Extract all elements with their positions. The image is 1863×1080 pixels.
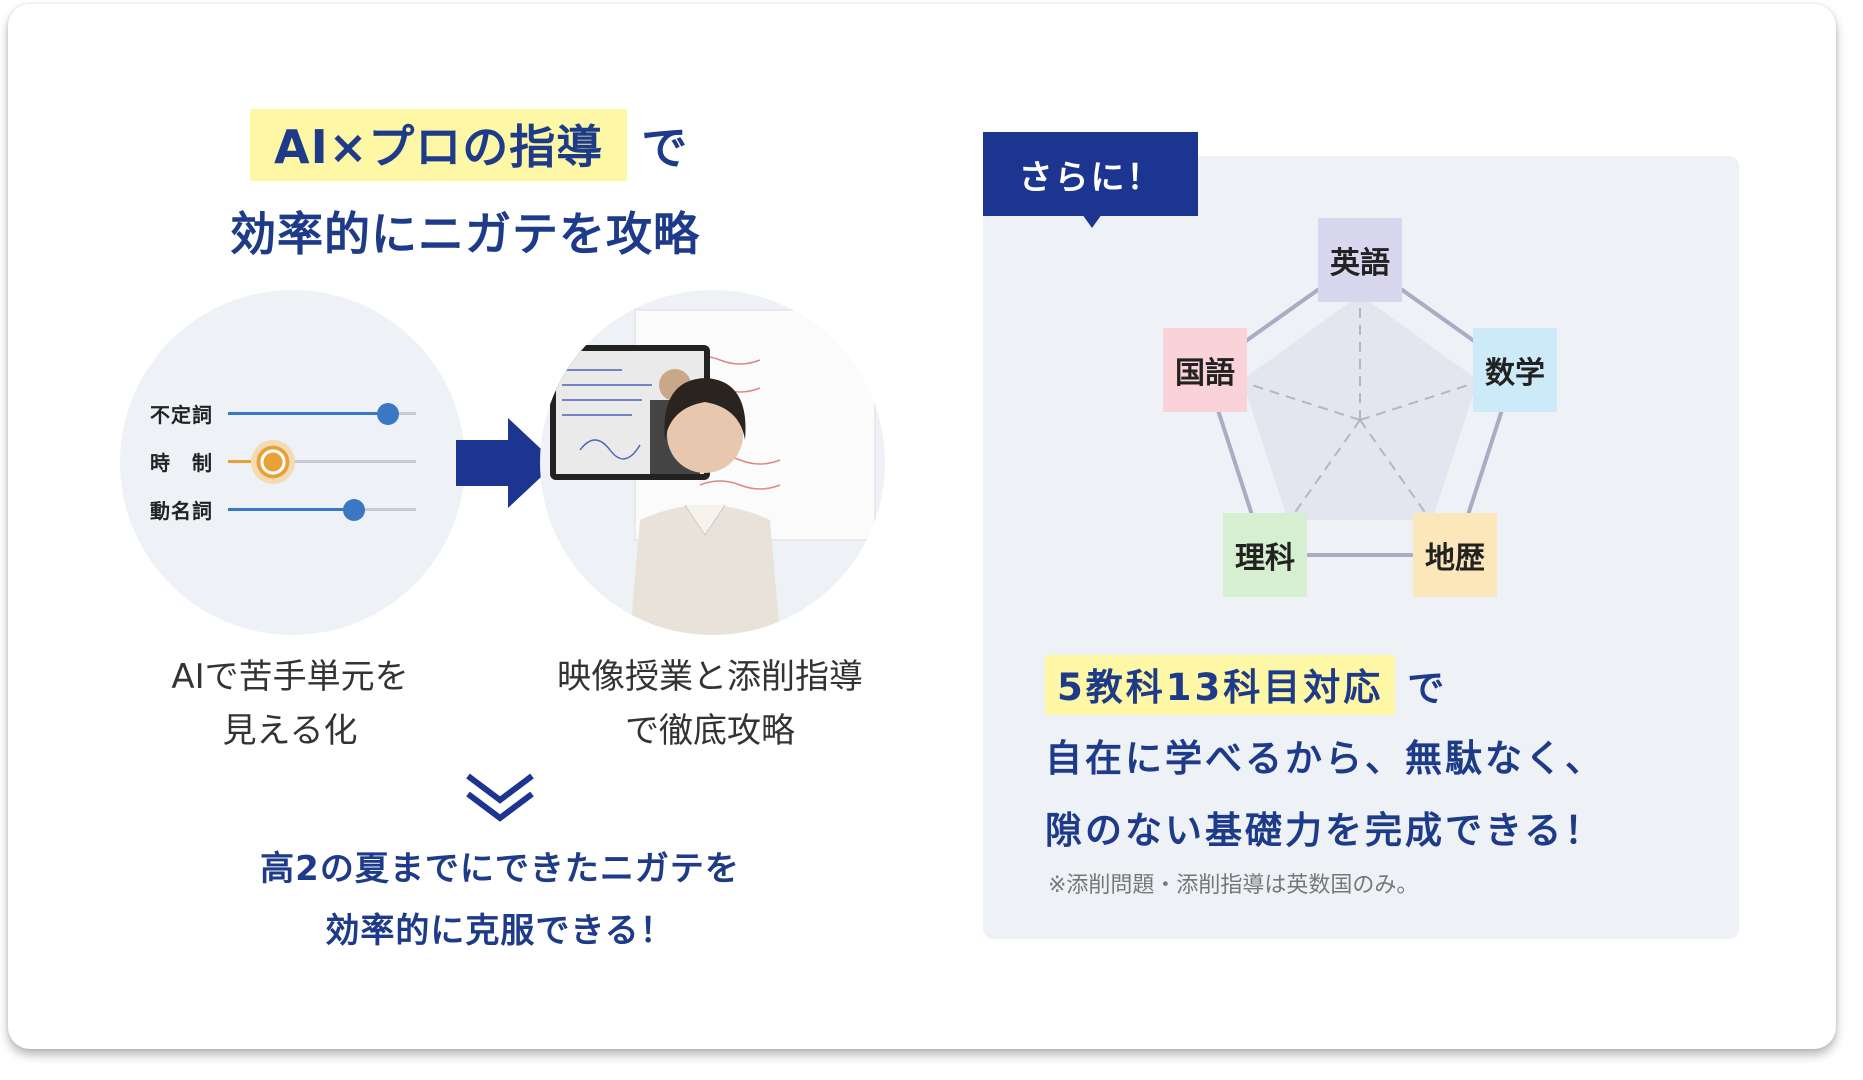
right-text-line1: 5教科13科目対応 で [1045, 654, 1447, 716]
video-lesson-illustration [550, 309, 876, 635]
slider-track [228, 402, 416, 425]
slider-track [228, 439, 416, 484]
caption-ai-visualize: AIで苦手単元を 見える化 [130, 650, 450, 758]
subject-english: 英語 [1318, 218, 1402, 302]
footnote: ※添削問題・添削指導は英数国のみ。 [1048, 873, 1419, 898]
heading-suffix: で [641, 121, 689, 175]
caption-line: で徹底攻略 [625, 711, 795, 751]
caption-line: 映像授業と添削指導 [557, 657, 863, 697]
tag-tail [1082, 214, 1102, 228]
slider-knob [376, 402, 399, 425]
slider-label: 時 制 [150, 450, 213, 475]
slider-futeishi: 不定詞 [150, 398, 416, 428]
slider-fill [228, 508, 354, 511]
sarani-tag: さらに！ [983, 132, 1198, 216]
conclusion-line: 効率的に克服できる！ [325, 911, 675, 951]
right-text-line3: 隙のない基礎力を完成できる！ [1045, 809, 1605, 852]
subject-history: 地歴 [1413, 513, 1497, 597]
subject-math: 数学 [1473, 328, 1557, 412]
caption-line: AIで苦手単元を [171, 657, 409, 697]
right-highlight: 5教科13科目対応 [1045, 655, 1396, 715]
caption-video-lesson: 映像授業と添削指導 で徹底攻略 [520, 650, 900, 758]
slider-label: 不定詞 [150, 402, 213, 427]
heading-highlight: AI×プロの指導 [250, 109, 628, 181]
subject-japanese: 国語 [1163, 328, 1247, 412]
slider-label: 動名詞 [150, 498, 213, 523]
slider-fill [228, 460, 274, 463]
right-text-line2: 自在に学べるから、無駄なく、 [1045, 737, 1605, 780]
heading-line2: 効率的にニガテを攻略 [230, 207, 700, 261]
chevron-double-down-icon [466, 773, 534, 822]
conclusion-text: 高2の夏までにできたニガテを 効率的に克服できる！ [190, 838, 810, 962]
right-suffix: で [1407, 667, 1448, 710]
video-lesson-circle [540, 290, 885, 635]
slider-track [228, 498, 416, 521]
slider-knob-target [251, 439, 296, 484]
slider-knob [342, 498, 365, 521]
subject-science: 理科 [1223, 513, 1307, 597]
arrow-right-icon [456, 418, 556, 508]
caption-line: 見える化 [222, 711, 358, 751]
slider-doumeishi: 動名詞 [150, 494, 416, 524]
heading-line1: AI×プロの指導 で [250, 105, 688, 185]
slider-jisei: 時 制 [150, 439, 416, 484]
conclusion-line: 高2の夏までにできたニガテを [260, 849, 740, 889]
slider-fill [228, 412, 388, 415]
